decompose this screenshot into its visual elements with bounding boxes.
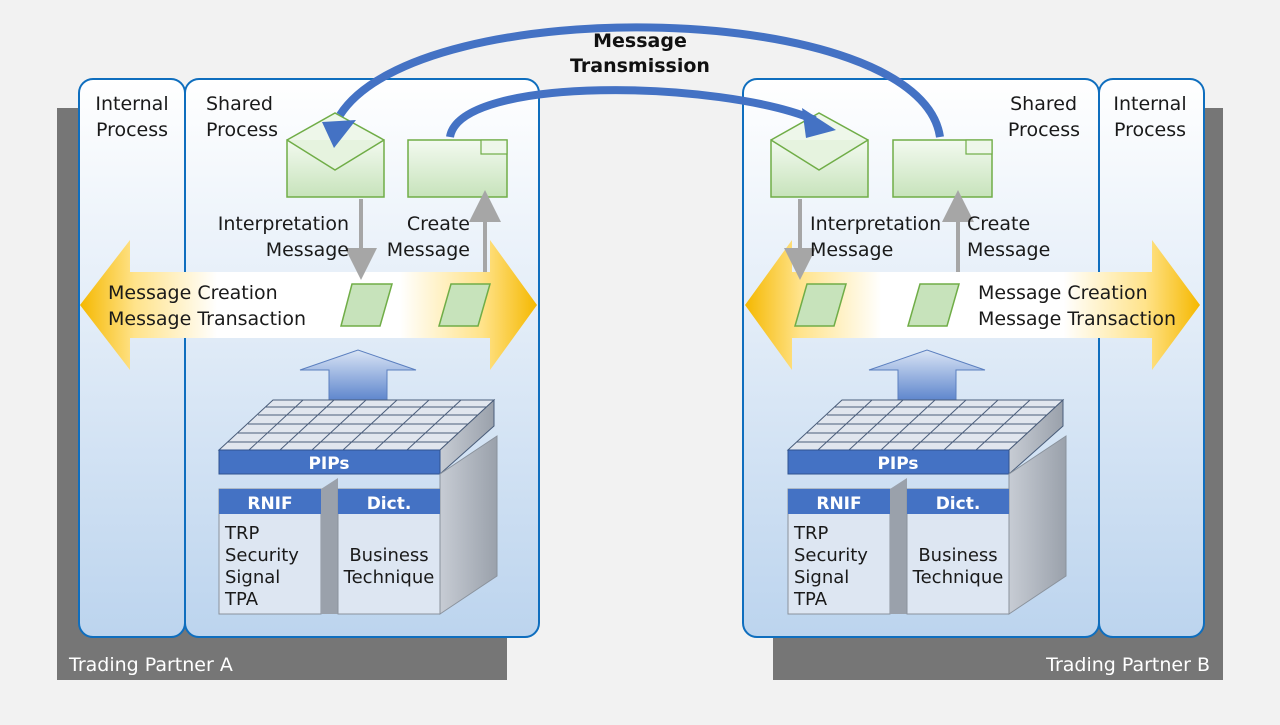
transmission-arrow-b-to-a <box>336 23 944 138</box>
message-band-a <box>80 240 537 370</box>
shared-process-b-line1: Shared <box>1010 93 1077 115</box>
internal-process-b-line2: Process <box>1114 119 1186 141</box>
arrow-head-icon <box>802 108 836 138</box>
dict-header <box>907 489 1009 514</box>
band-a-line1: Message Creation <box>108 282 278 304</box>
band-b-line2: Message Transaction <box>978 308 1176 330</box>
rnif-item: Signal <box>794 567 849 588</box>
interpretation-b-line1: Interpretation <box>810 213 941 235</box>
column-gap <box>321 478 338 614</box>
dict-item: Technique <box>343 567 435 588</box>
rnif-item: TPA <box>224 589 259 610</box>
band-a-line2: Message Transaction <box>108 308 306 330</box>
dict-label: Dict. <box>936 494 981 514</box>
create-b-line2: Message <box>967 239 1050 261</box>
interpretation-b-line2: Message <box>810 239 893 261</box>
partner-a-label: Trading Partner A <box>68 654 233 676</box>
internal-process-b-line1: Internal <box>1113 93 1186 115</box>
title-line1: Message <box>593 30 687 52</box>
rnif-label: RNIF <box>247 494 292 514</box>
document-icon <box>892 139 993 198</box>
band-b-line1: Message Creation <box>978 282 1148 304</box>
message-card-icon <box>907 283 960 327</box>
rnif-item: Security <box>225 545 299 566</box>
shared-process-b-line2: Process <box>1008 119 1080 141</box>
rnif-item: TRP <box>793 523 829 544</box>
dict-label: Dict. <box>367 494 412 514</box>
transmission-arrows <box>322 23 944 148</box>
pips-bar <box>787 449 1010 475</box>
shared-process-a-line2: Process <box>206 119 278 141</box>
partner-a: Trading Partner A Internal Process Share… <box>57 78 540 680</box>
dict-item: Business <box>918 545 997 566</box>
dict-item: Technique <box>912 567 1004 588</box>
pips-bar <box>218 449 441 475</box>
internal-process-a-line1: Internal <box>95 93 168 115</box>
pips-grid: PIPs <box>786 398 1065 476</box>
internal-process-a-line2: Process <box>96 119 168 141</box>
message-band-b <box>745 240 1200 370</box>
rnif-item: TRP <box>224 523 260 544</box>
message-card-icon <box>438 283 491 327</box>
interpretation-a-line1: Interpretation <box>218 213 349 235</box>
up-arrow-big-icon <box>868 349 986 412</box>
interpretation-a-line2: Message <box>266 239 349 261</box>
transmission-arrow-a-to-b <box>446 86 817 139</box>
rnif-header <box>219 489 321 514</box>
pips-grid: PIPs <box>217 398 496 476</box>
rnif-item: TPA <box>793 589 828 610</box>
create-a-line2: Message <box>387 239 470 261</box>
partner-b-label: Trading Partner B <box>1045 654 1210 676</box>
column-gap <box>890 478 907 614</box>
rnif-label: RNIF <box>816 494 861 514</box>
pips-label: PIPs <box>877 454 918 474</box>
message-card-icon <box>794 283 847 327</box>
dict-item: Business <box>349 545 428 566</box>
create-a-line1: Create <box>407 213 470 235</box>
title-line2: Transmission <box>570 55 710 77</box>
pips-label: PIPs <box>308 454 349 474</box>
internal-process-a <box>78 78 186 638</box>
create-b-line1: Create <box>967 213 1030 235</box>
dict-header <box>338 489 440 514</box>
rnif-item: Signal <box>225 567 280 588</box>
up-arrow-big-icon <box>299 349 417 412</box>
rnif-item: Security <box>794 545 868 566</box>
shared-process-a-line1: Shared <box>206 93 273 115</box>
internal-process-b <box>1098 78 1205 638</box>
arrow-head-icon <box>322 120 356 148</box>
document-icon <box>407 139 508 198</box>
rnif-header <box>788 489 890 514</box>
partner-b: Trading Partner B Shared Process Interna… <box>742 78 1223 680</box>
message-card-icon <box>340 283 393 327</box>
